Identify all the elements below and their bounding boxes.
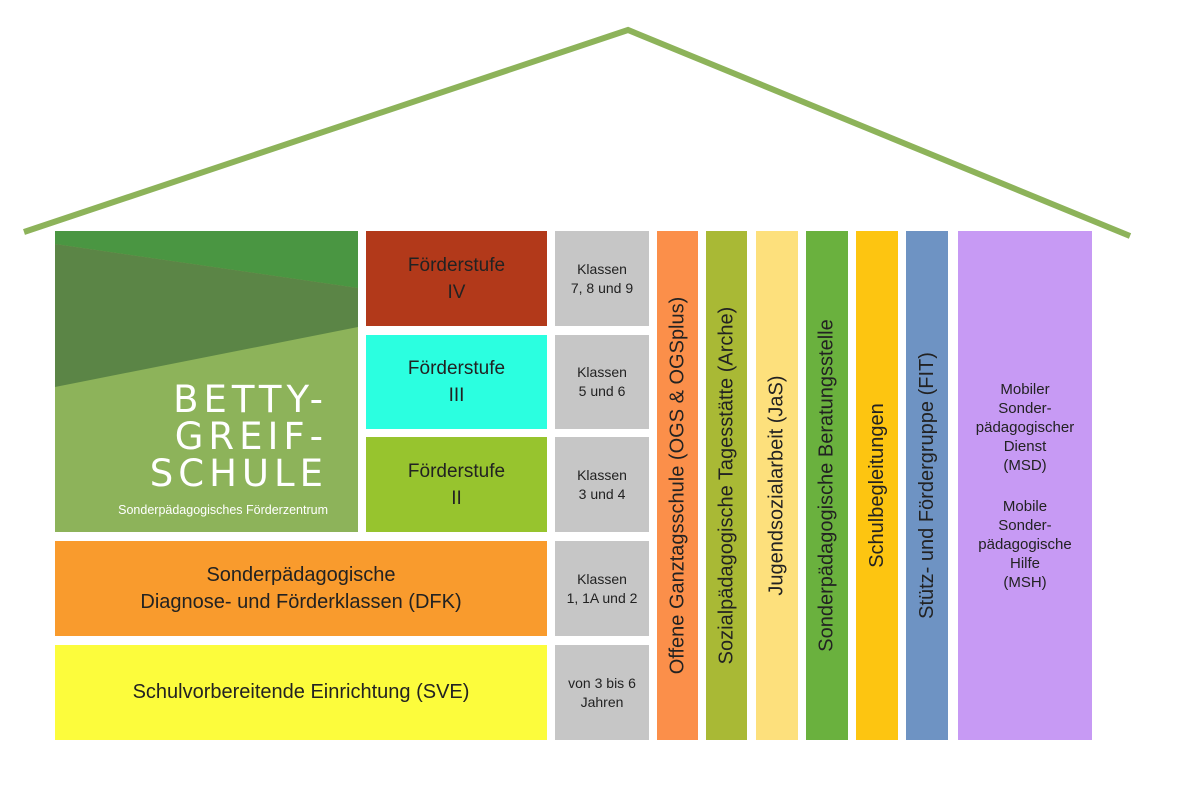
logo-band-middle: [55, 244, 358, 387]
pillar-fit-label: Stütz- und Fördergruppe (FIT): [915, 352, 938, 619]
school-name-line-3: SCHULE: [149, 452, 328, 495]
pillar-jas-label: Jugendsozialarbeit (JaS): [765, 375, 788, 596]
alter-3-bis-6: von 3 bis 6 Jahren: [555, 645, 649, 740]
pillar-jas: Jugendsozialarbeit (JaS): [756, 231, 798, 740]
school-subtitle: Sonderpädagogisches Förderzentrum: [118, 503, 328, 517]
pillar-schulbegleitungen: Schulbegleitungen: [856, 231, 898, 740]
pillar-ogs: Offene Ganztagsschule (OGS & OGSplus): [657, 231, 698, 740]
pillar-ogs-label: Offene Ganztagsschule (OGS & OGSplus): [666, 296, 689, 675]
pillar-schulbegleitungen-label: Schulbegleitungen: [865, 403, 888, 568]
klassen-7-8-9: Klassen 7, 8 und 9: [555, 231, 649, 326]
pillar-arche-label: Sozialpädagogische Tagesstätte (Arche): [715, 306, 738, 665]
school-name: BETTY- GREIF- SCHULE: [150, 381, 328, 492]
roof-line: [23, 26, 1132, 239]
school-name-line-1: BETTY-: [173, 378, 328, 421]
foerderstufe-iv: Förderstufe IV: [366, 231, 547, 326]
school-name-line-2: GREIF-: [174, 415, 328, 458]
pillar-arche: Sozialpädagogische Tagesstätte (Arche): [706, 231, 747, 740]
sve-box: Schulvorbereitende Einrichtung (SVE): [55, 645, 547, 740]
foerderstufe-iii: Förderstufe III: [366, 335, 547, 429]
klassen-1-1a-2: Klassen 1, 1A und 2: [555, 541, 649, 636]
pillar-beratungsstelle: Sonderpädagogische Beratungsstelle: [806, 231, 848, 740]
pillar-msd: Mobiler Sonder- pädagogischer Dienst (MS…: [958, 231, 1092, 740]
klassen-5-6: Klassen 5 und 6: [555, 335, 649, 429]
foerderstufe-ii: Förderstufe II: [366, 437, 547, 532]
dfk-box: Sonderpädagogische Diagnose- und Förderk…: [55, 541, 547, 636]
logo-graphic: [55, 231, 358, 532]
msd-label: Mobiler Sonder- pädagogischer Dienst (MS…: [975, 380, 1075, 474]
school-logo-block: BETTY- GREIF- SCHULE Sonderpädagogisches…: [55, 231, 358, 532]
logo-band-top: [55, 231, 358, 288]
klassen-3-4: Klassen 3 und 4: [555, 437, 649, 532]
pillar-beratungsstelle-label: Sonderpädagogische Beratungsstelle: [815, 319, 838, 652]
msh-label: Mobile Sonder- pädagogische Hilfe (MSH): [978, 497, 1072, 591]
pillar-fit: Stütz- und Fördergruppe (FIT): [906, 231, 948, 740]
